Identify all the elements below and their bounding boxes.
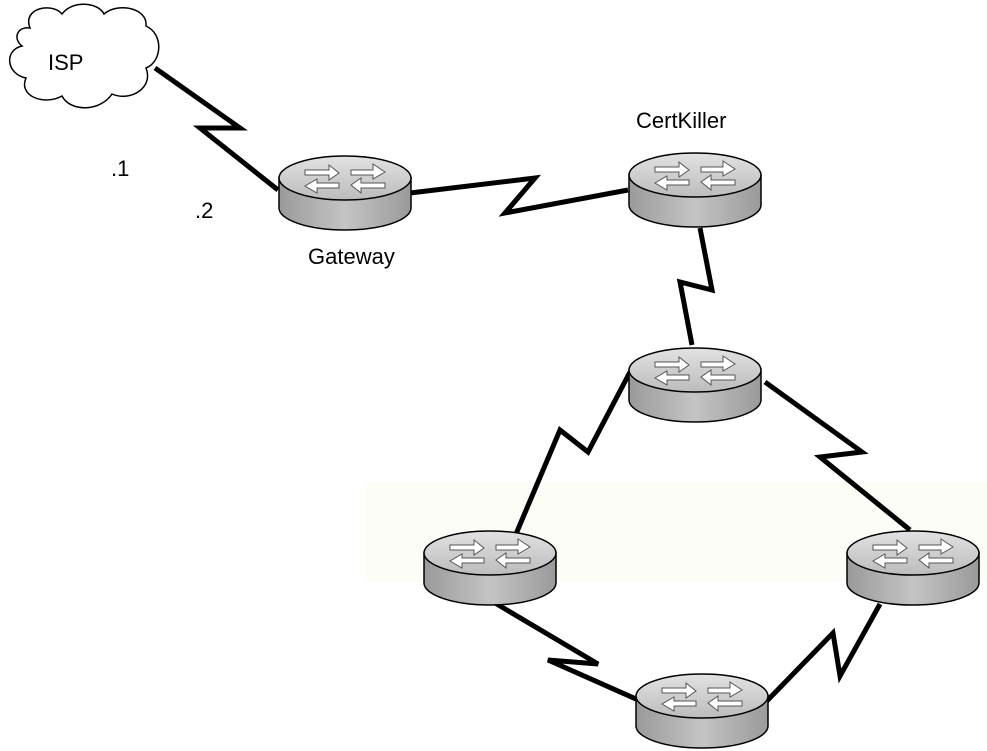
- link-certkiller-hub: [676, 227, 716, 346]
- links: [153, 65, 912, 708]
- link-hub-left: [513, 370, 633, 535]
- router-arrows-icon: [872, 538, 954, 570]
- router-certkiller: [628, 152, 762, 228]
- link-hub-right: [763, 379, 912, 532]
- router-right: [846, 530, 980, 606]
- router-arrows-icon: [661, 681, 743, 713]
- link-left-bottom: [488, 597, 647, 706]
- router-arrows-icon: [449, 538, 531, 570]
- isp-interface-label: .1: [111, 156, 129, 181]
- gateway-label: Gateway: [308, 244, 395, 269]
- router-hub: [628, 347, 762, 423]
- router-arrows-icon: [654, 160, 736, 192]
- certkiller-label: CertKiller: [636, 108, 726, 133]
- link-gateway-certkiller: [409, 174, 629, 217]
- router-bottom: [635, 673, 769, 749]
- isp-label: ISP: [48, 50, 83, 75]
- router-arrows-icon: [654, 355, 736, 387]
- isp-cloud: ISP: [9, 3, 160, 109]
- cloud-icon: [9, 3, 160, 109]
- routers: [278, 152, 980, 749]
- link-right-bottom: [760, 602, 883, 708]
- router-left: [423, 530, 557, 606]
- router-gateway: [278, 155, 412, 231]
- router-arrows-icon: [304, 163, 386, 195]
- link-isp-gateway: [153, 65, 280, 192]
- gateway-interface-label: .2: [195, 198, 213, 223]
